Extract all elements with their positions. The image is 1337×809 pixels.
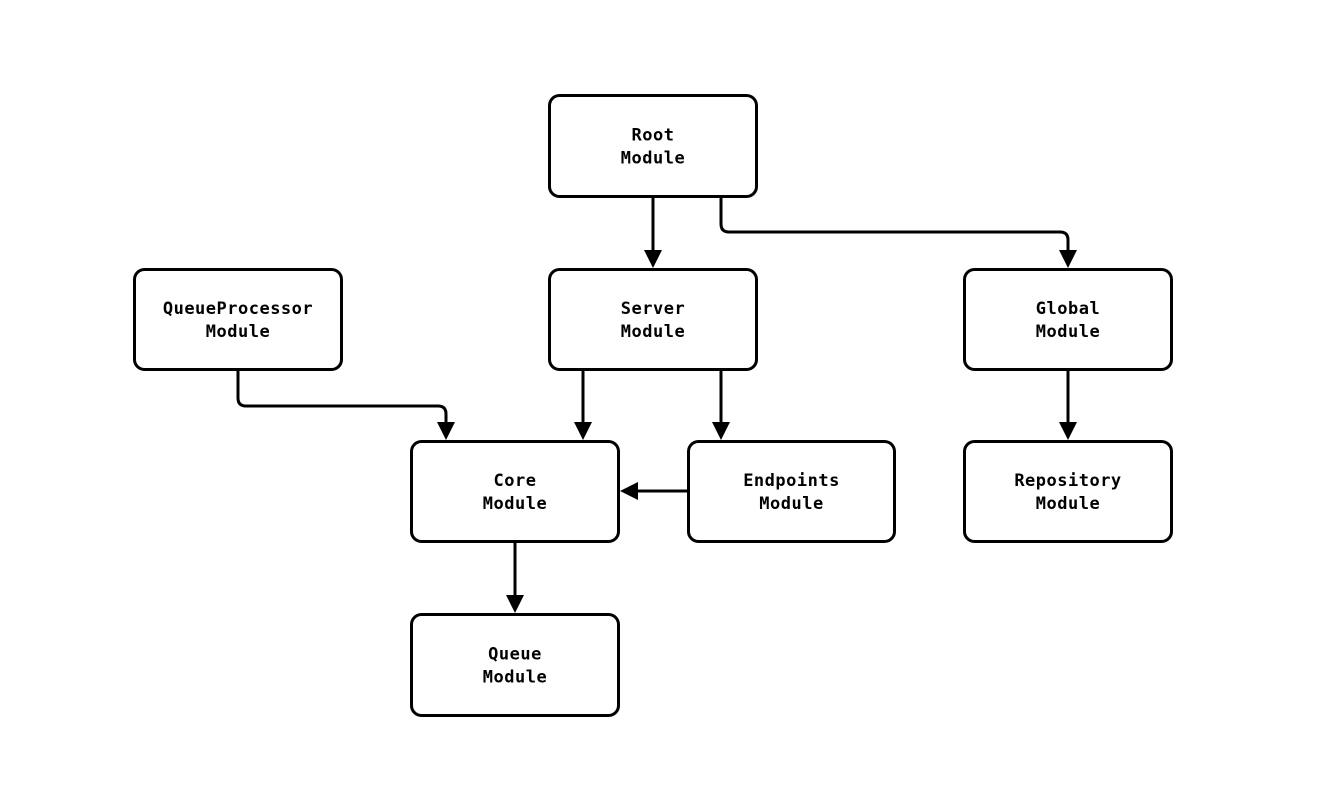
node-box[interactable] <box>963 440 1173 543</box>
edge-line <box>236 371 448 422</box>
edge-server-to-endpoints <box>712 371 730 440</box>
node-label-line1: Server <box>621 299 685 319</box>
node-label-line2: Module <box>759 494 823 514</box>
node-label-line1: Root <box>632 125 675 145</box>
edge-root-to-server <box>644 198 662 268</box>
node-label-line1: Queue <box>488 644 542 664</box>
node-label-line1: Endpoints <box>743 471 840 491</box>
node-label-line2: Module <box>483 667 547 687</box>
node-box[interactable] <box>133 268 343 371</box>
node-box[interactable] <box>410 440 620 543</box>
node-label-line1: QueueProcessor <box>163 299 313 319</box>
node-box[interactable] <box>410 613 620 717</box>
node-label-line2: Module <box>483 494 547 514</box>
node-label-line1: Repository <box>1014 471 1121 491</box>
edge-arrowhead-icon <box>1059 250 1077 268</box>
edge-line <box>719 198 1070 250</box>
edge-arrowhead-icon <box>574 422 592 440</box>
edge-arrowhead-icon <box>712 422 730 440</box>
node-label-line2: Module <box>621 322 685 342</box>
node-label-line1: Core <box>494 471 537 491</box>
edge-arrowhead-icon <box>620 482 638 500</box>
node-label-line2: Module <box>1036 494 1100 514</box>
node-label-line2: Module <box>621 148 685 168</box>
edge-arrowhead-icon <box>644 250 662 268</box>
node-label-line1: Global <box>1036 299 1100 319</box>
edge-endpoints-to-core <box>620 482 687 500</box>
edge-arrowhead-icon <box>437 422 455 440</box>
edges-layer <box>236 198 1077 613</box>
edge-queueprocessor-to-core <box>236 371 455 440</box>
node-box[interactable] <box>548 94 758 198</box>
node-box[interactable] <box>687 440 896 543</box>
edge-core-to-queue <box>506 543 524 613</box>
node-box[interactable] <box>963 268 1173 371</box>
edge-global-to-repository <box>1059 371 1077 440</box>
edge-server-to-core <box>574 371 592 440</box>
node-box[interactable] <box>548 268 758 371</box>
node-label-line2: Module <box>1036 322 1100 342</box>
node-label-line2: Module <box>206 322 270 342</box>
edge-arrowhead-icon <box>1059 422 1077 440</box>
edge-root-to-global <box>719 198 1077 268</box>
edge-arrowhead-icon <box>506 595 524 613</box>
